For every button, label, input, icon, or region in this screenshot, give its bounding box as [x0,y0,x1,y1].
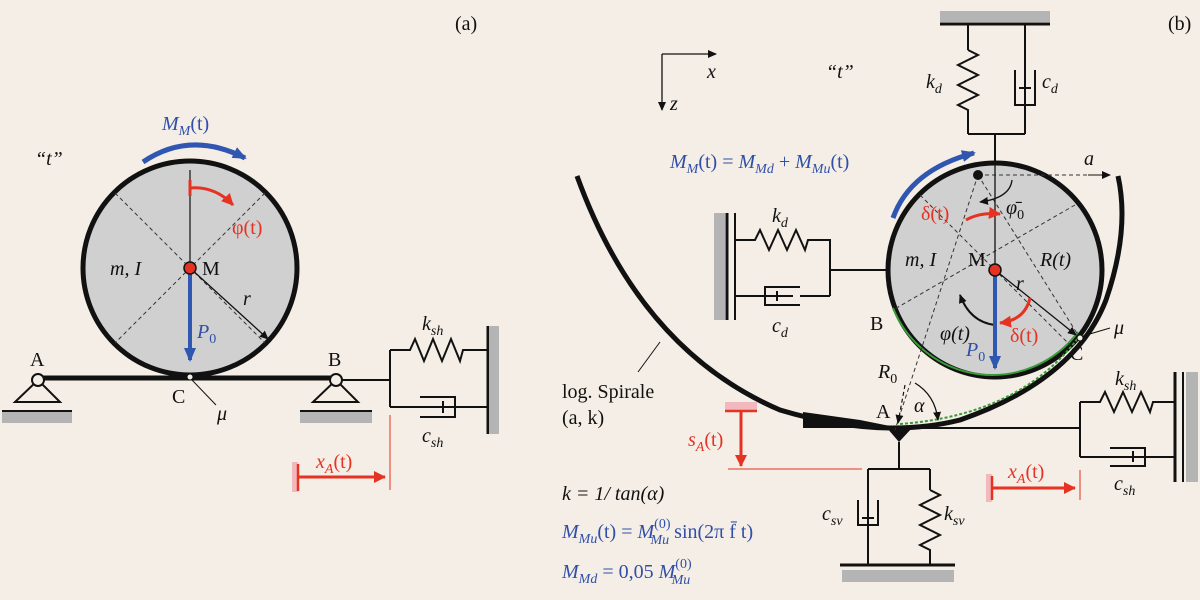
bottom-spring-label: ksv [944,503,965,529]
left-damper-label: cd [772,315,789,341]
friction-leader [191,379,217,406]
time-label-b: “t” [826,61,854,83]
point-c-label: C [1070,343,1083,365]
phi-label-b: φ(t) [940,323,970,345]
spiral-contact-path [899,337,1079,425]
center-point-b [988,263,1002,277]
axis-x-label: x [706,61,716,83]
R-label: R(t) [1039,249,1071,271]
radius-arrow-b [994,269,1077,336]
right-spring-label: ksh [1115,368,1136,394]
excitation-label: xA(t) [315,451,352,477]
axis-z-label: z [669,93,678,115]
radius-label: r [243,288,251,310]
radius-arrow [189,267,269,340]
spring-label: ksh [422,313,443,339]
left-wall [714,213,725,320]
contact-label: C [172,386,185,408]
contact-point-c [1076,334,1084,342]
delta-arrow-top [965,206,1001,222]
left-spring-damper [725,213,888,320]
coordinate-axes [658,50,717,111]
delta-label-top: δ(t) [921,203,949,225]
alpha-label: α [914,395,925,417]
spiral-pole [973,170,983,180]
top-spring-label: kd [926,71,943,97]
contact-arc [892,307,1079,376]
damper-label: csh [422,425,443,451]
spiral-caption-line2: (a, k) [562,407,604,429]
spiral-leader [637,341,661,373]
point-b-label: B [870,313,883,335]
spiral-parameter-a: a [1084,148,1094,170]
load-label-b: P0 [965,339,985,365]
phi0-arrow [979,179,1013,205]
shear-spring-damper-a [342,326,490,434]
delta-arrow-bottom [999,297,1032,328]
top-damper-label: cd [1042,71,1059,97]
phi-label: φ(t) [232,217,262,239]
radius-label-b: r [1016,273,1024,295]
panel-a: (a) “t” MM(t) φ(t) m, I M r P0 C μ [2,13,499,492]
panel-b-tag: (b) [1168,13,1191,35]
floor [842,570,954,582]
wall-a [489,326,499,434]
bottom-spring-damper [840,442,955,567]
moment-equation: MM(t) = MMd + MMu(t) [669,151,849,177]
right-spring-damper [912,372,1184,482]
alpha-arc [914,382,942,421]
delta-label-bottom: δ(t) [1010,325,1038,347]
formula-k: k = 1/ tan(α) [562,483,665,505]
v-excitation-label: sA(t) [688,429,723,455]
support-a [2,373,72,423]
center-point [183,261,197,275]
time-label: “t” [35,148,63,170]
panel-b: (b) x z “t” kd cd MM(t) = MMd + MMu(t) [561,11,1198,588]
support-b-label: B [328,349,341,371]
bottom-damper-label: csv [822,503,843,529]
log-spiral [574,175,1125,431]
center-label: M [202,258,220,280]
spiral-base-wedge [803,412,900,428]
phi-arrow-b [959,294,996,326]
spiral-caption-line1: log. Spirale [562,381,654,403]
moment-label: MM(t) [161,113,209,139]
top-spring-damper [940,22,1050,163]
right-wall [1186,372,1198,482]
load-label: P0 [196,321,216,347]
friction-label-b: μ [1113,317,1124,339]
point-a-label: A [876,401,891,423]
ceiling [940,11,1050,22]
contact-point [186,373,194,381]
friction-label: μ [216,403,227,425]
moment-arrow-b [890,150,976,219]
formula-mmd: MMd = 0,05 M(0)Mu [561,557,692,588]
h-excitation-label: xA(t) [1007,461,1044,487]
spiral-apex [887,428,912,442]
R0-label: R0 [877,361,897,387]
panel-a-tag: (a) [455,13,477,35]
h-excitation-anchor [986,474,992,502]
left-spring-label: kd [772,205,789,231]
center-label-b: M [968,249,986,271]
phi-arrow [189,186,235,207]
v-excitation-anchor [725,402,757,410]
mass-inertia-label: m, I [110,258,142,280]
right-damper-label: csh [1114,473,1135,499]
formula-mmu: MMu(t) = M(0)Mu sin(2π f̄ t) [561,517,753,548]
friction-leader-b [1082,327,1111,337]
mass-inertia-label-b: m, I [905,249,937,271]
moment-arrow [141,142,247,165]
support-a-label: A [30,349,45,371]
support-b [300,373,372,423]
excitation-anchor [292,462,298,492]
